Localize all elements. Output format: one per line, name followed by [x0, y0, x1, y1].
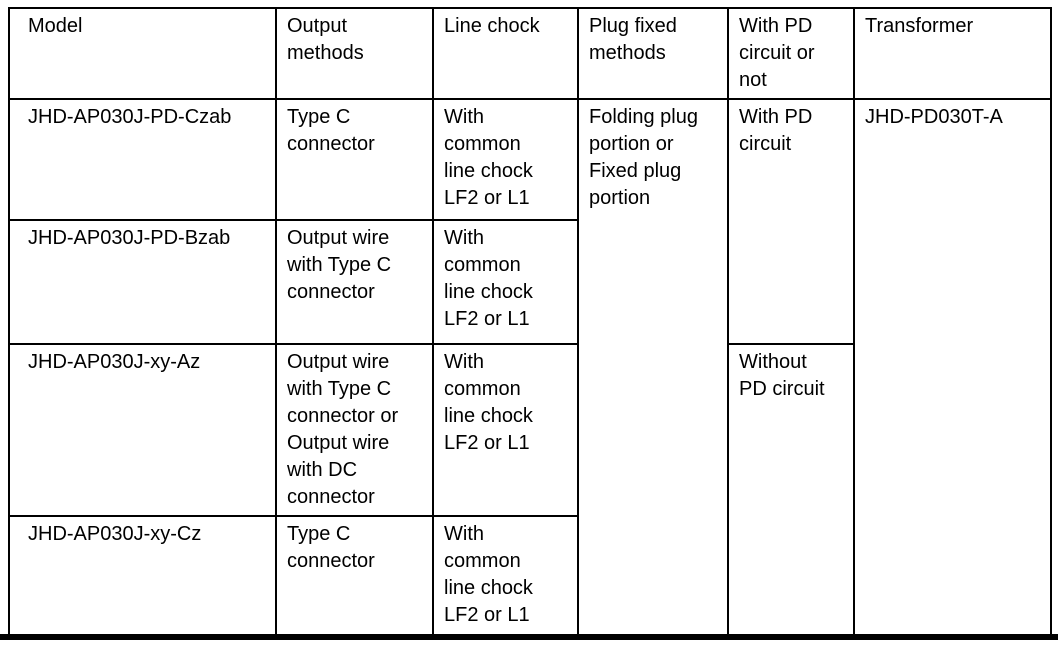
line-chock-cell: With common line chock LF2 or L1	[432, 98, 579, 221]
table-row: JHD-AP030J-PD-Bzab Output wire with Type…	[8, 219, 1051, 345]
header-pd-circuit: With PD circuit or not	[727, 7, 855, 100]
line-chock-cell: With common line chock LF2 or L1	[432, 343, 579, 517]
output-methods-cell: Type C connector	[275, 98, 434, 221]
without-pd-circuit-cell: Without PD circuit	[727, 343, 855, 636]
model-cell: JHD-AP030J-PD-Bzab	[8, 219, 277, 345]
model-cell: JHD-AP030J-PD-Czab	[8, 98, 277, 221]
table-row: JHD-AP030J-xy-Cz Type C connector With c…	[8, 515, 1051, 636]
line-chock-cell: With common line chock LF2 or L1	[432, 219, 579, 345]
output-methods-cell: Output wire with Type C connector or Out…	[275, 343, 434, 517]
line-chock-cell: With common line chock LF2 or L1	[432, 515, 579, 636]
table-row: JHD-AP030J-PD-Czab Type C connector With…	[8, 98, 1052, 636]
plug-fixed-methods-cell: Folding plug portion or Fixed plug porti…	[577, 98, 729, 636]
header-plug-fixed-methods: Plug fixed methods	[577, 7, 729, 100]
output-methods-cell: Type C connector	[275, 515, 434, 636]
model-cell: JHD-AP030J-xy-Cz	[8, 515, 277, 636]
bottom-rule	[0, 634, 1058, 640]
header-transformer: Transformer	[853, 7, 1052, 100]
header-model: Model	[8, 7, 277, 100]
with-pd-circuit-cell: With PD circuit	[727, 98, 855, 345]
transformer-cell: JHD-PD030T-A	[853, 98, 1052, 636]
output-methods-cell: Output wire with Type C connector	[275, 219, 434, 345]
header-output-methods: Output methods	[275, 7, 434, 100]
header-row: Model Output methods Line chock Plug fix…	[8, 7, 1052, 100]
model-spec-table: Model Output methods Line chock Plug fix…	[8, 7, 1052, 636]
header-line-chock: Line chock	[432, 7, 579, 100]
model-cell: JHD-AP030J-xy-Az	[8, 343, 277, 517]
